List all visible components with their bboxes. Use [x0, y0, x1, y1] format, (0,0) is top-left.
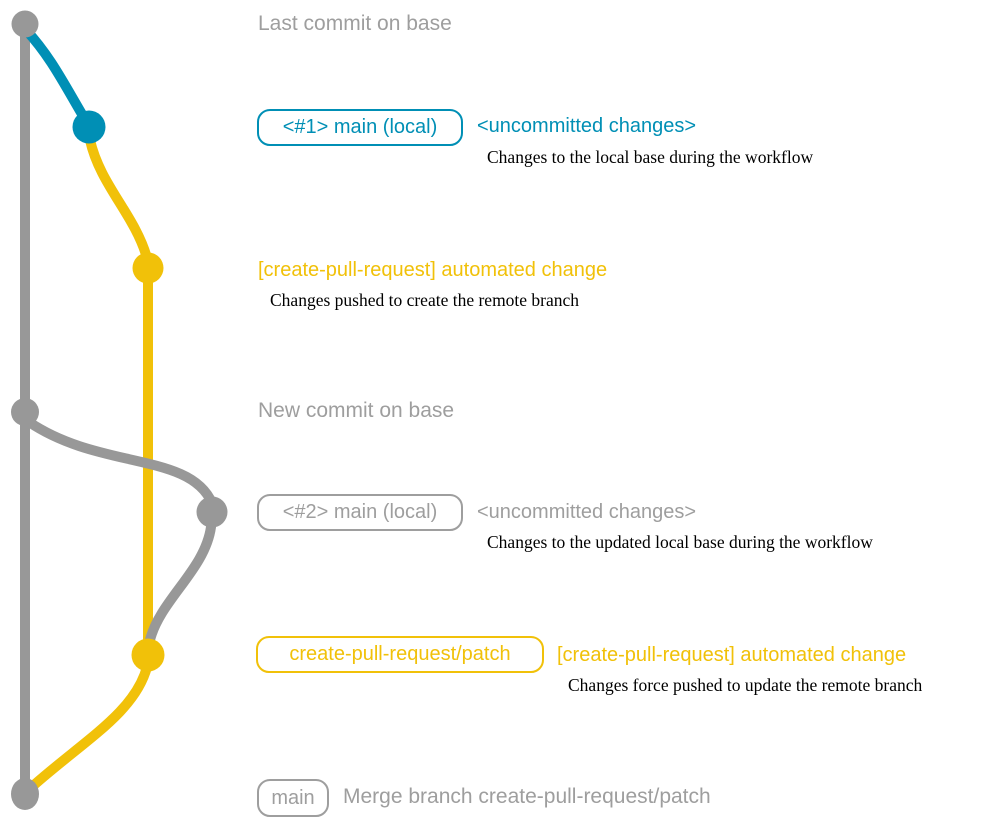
commit-dot-new-base [11, 398, 39, 426]
uncommitted-changes-1-description: Changes to the local base during the wor… [487, 147, 814, 167]
automated-change-2-label: [create-pull-request] automated change [557, 644, 907, 666]
last-commit-on-base-label: Last commit on base [258, 12, 452, 35]
commit-dot-patch-2 [131, 638, 165, 672]
patch-branch-curve-line [85, 135, 152, 263]
uncommitted-changes-2-label: <uncommitted changes> [477, 501, 697, 523]
automated-change-1-label: [create-pull-request] automated change [258, 259, 608, 281]
commit-dot-main-local-2 [196, 496, 228, 528]
main-badge-label: main [271, 786, 315, 809]
uncommitted-changes-1-label: <uncommitted changes> [477, 115, 697, 137]
main-local-1-badge: <#1> main (local) [257, 109, 463, 146]
force-push-rebase-line [145, 522, 216, 645]
commit-dot-last-base [11, 10, 39, 38]
patch-branch-badge-label: create-pull-request/patch [289, 643, 511, 665]
local-main-2-branch-line [24, 417, 217, 508]
main-local-2-badge-label: <#2> main (local) [282, 501, 438, 523]
main-local-1-badge-label: <#1> main (local) [282, 116, 438, 138]
uncommitted-changes-2-description: Changes to the updated local base during… [487, 532, 873, 552]
commit-dot-main-local-1 [72, 110, 106, 144]
main-local-2-badge: <#2> main (local) [257, 494, 463, 531]
new-commit-on-base-label: New commit on base [258, 399, 455, 422]
merge-branch-label: Merge branch create-pull-request/patch [343, 785, 711, 808]
automated-change-1-description: Changes pushed to create the remote bran… [270, 290, 580, 310]
commit-dot-patch-1 [132, 252, 164, 284]
automated-change-2-description: Changes force pushed to update the remot… [568, 675, 923, 695]
main-badge: main [257, 779, 329, 817]
patch-branch-badge: create-pull-request/patch [256, 636, 544, 673]
commit-dot-merge [11, 778, 39, 810]
local-main-1-branch-line [21, 25, 94, 131]
patch-merge-line [29, 662, 152, 790]
